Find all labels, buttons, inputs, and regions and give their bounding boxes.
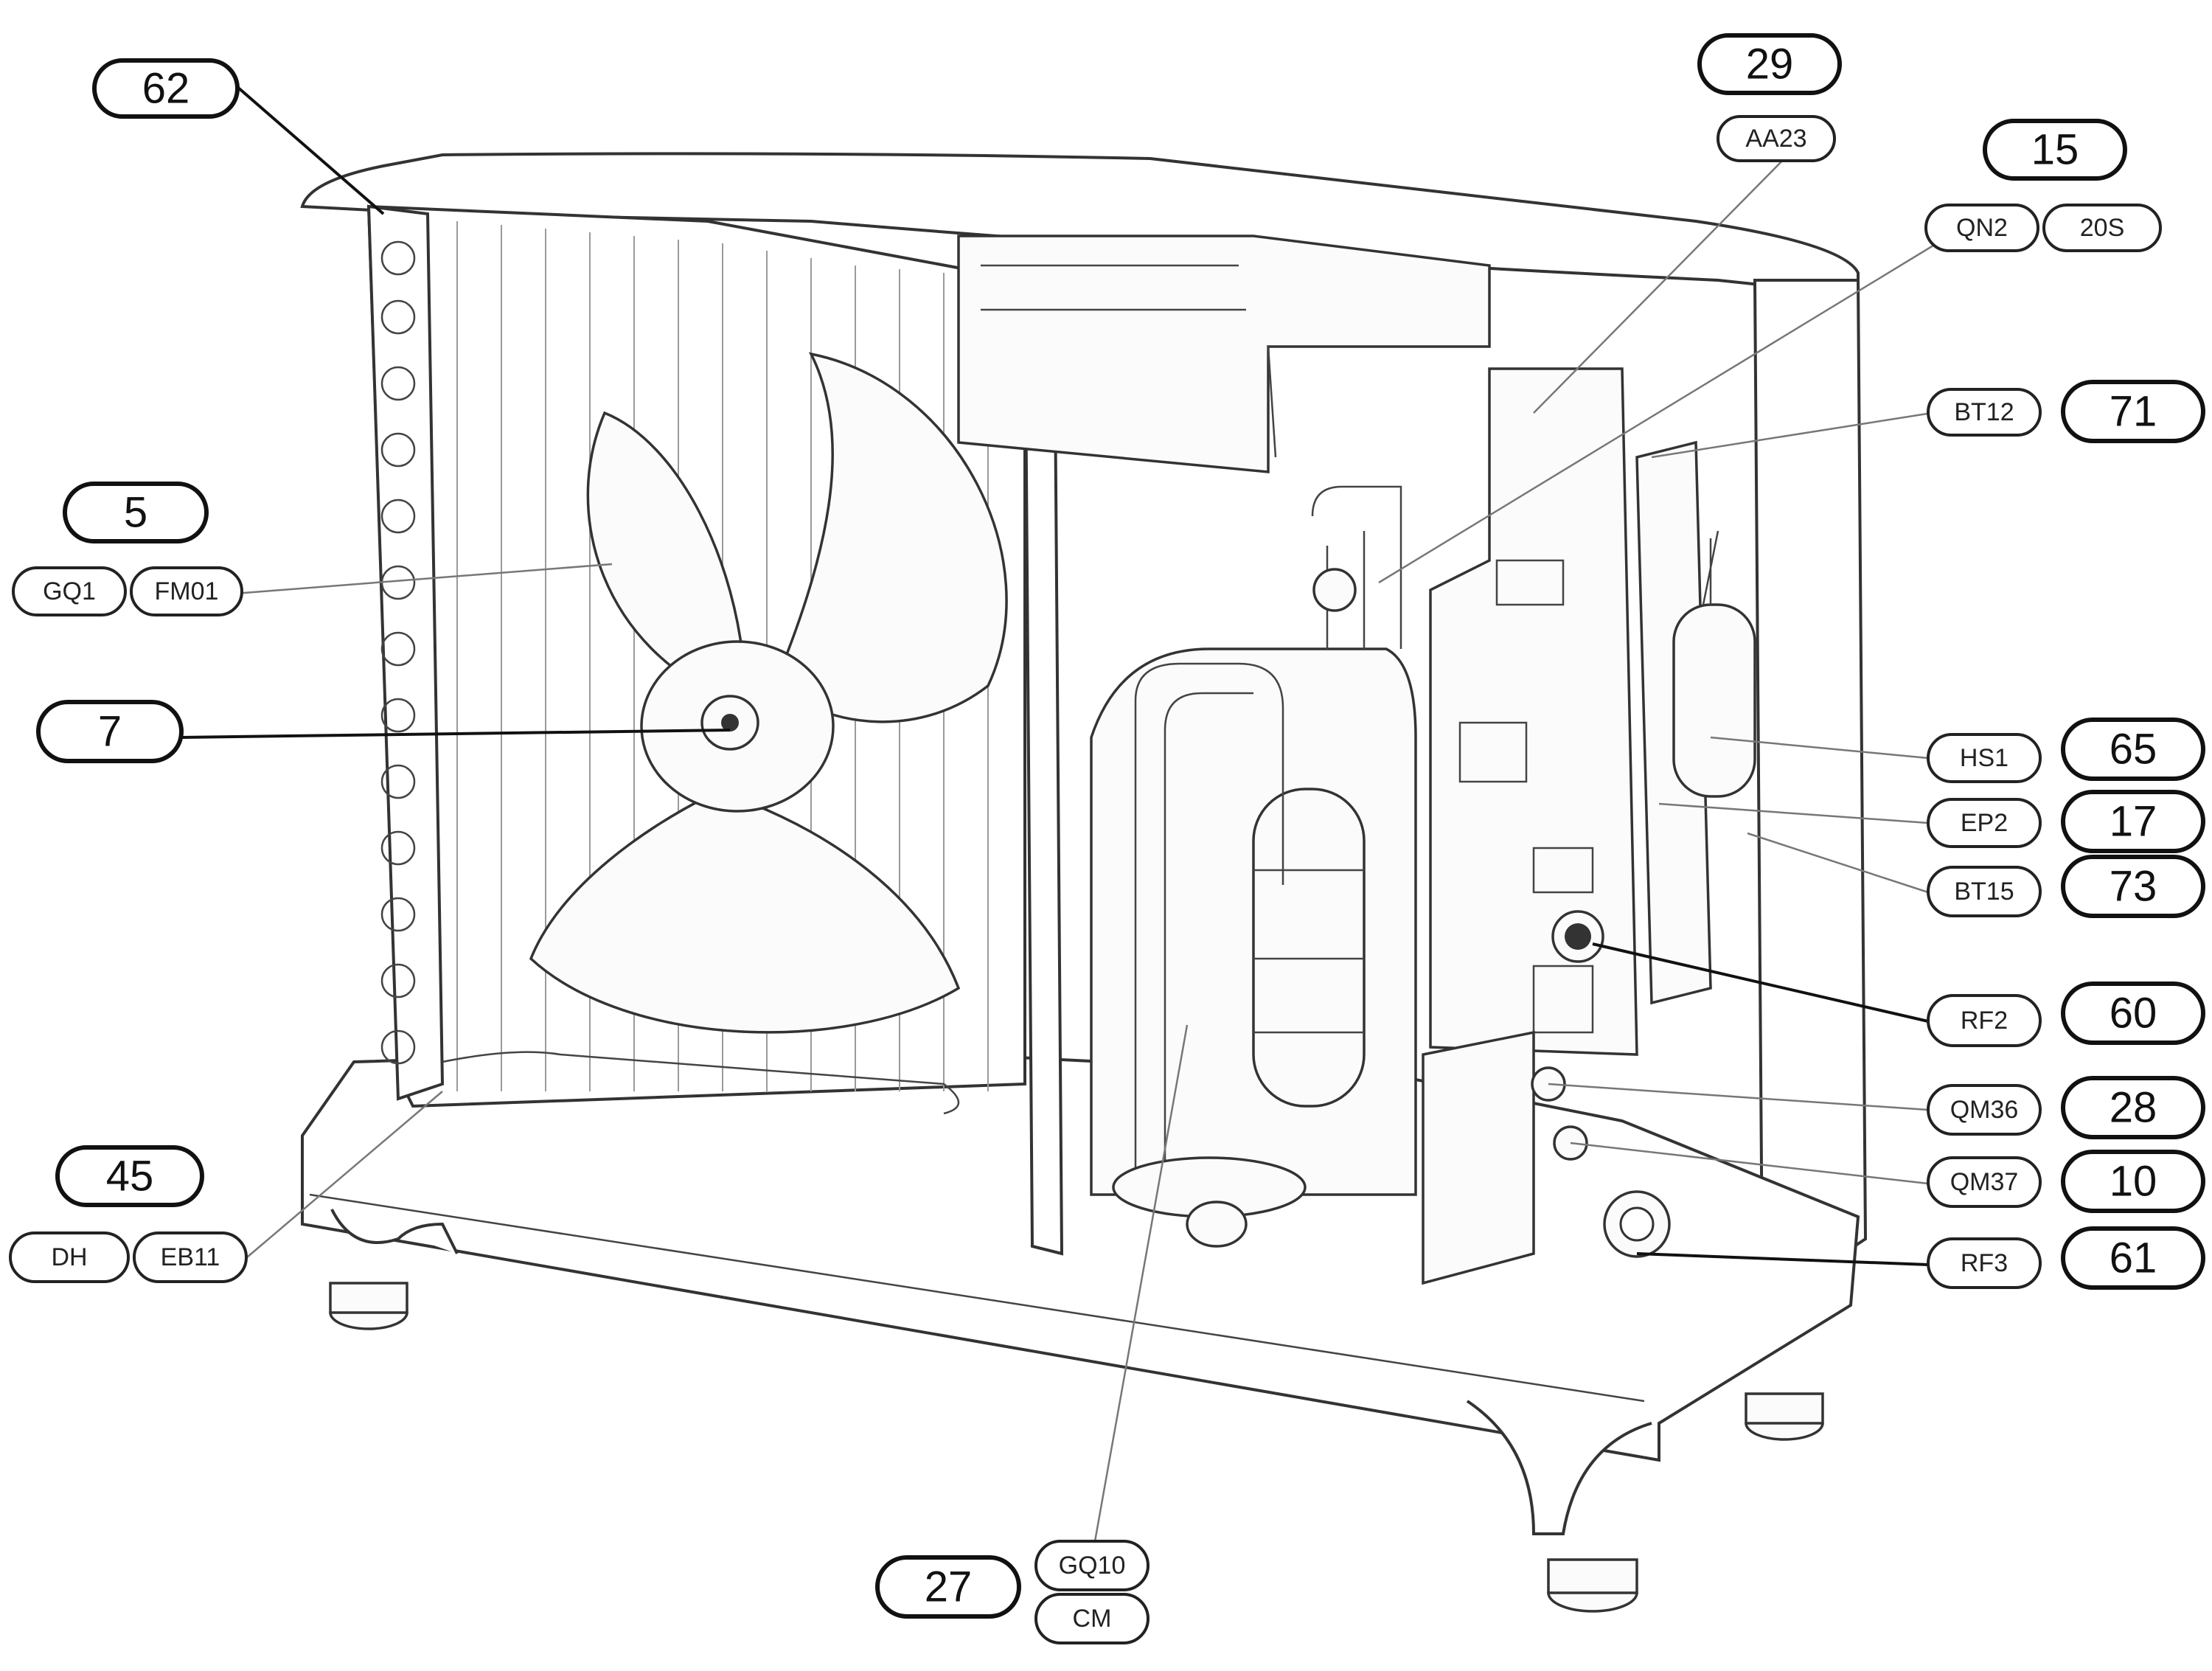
callout-60-code-rf2: RF2 <box>1961 1007 2008 1035</box>
callout-45: 45 DH EB11 <box>9 1145 248 1283</box>
callout-45-code-dh: DH <box>51 1243 87 1271</box>
callout-71: BT12 71 <box>1927 380 2205 443</box>
heat-pump-unit-illustration <box>300 152 1868 1613</box>
callout-5-code-gq1: GQ1 <box>43 577 96 605</box>
callout-73: BT15 73 <box>1927 855 2205 918</box>
callout-61: RF3 61 <box>1927 1226 2205 1290</box>
foot-back-right <box>1745 1392 1824 1441</box>
right-side-panel <box>1753 279 1868 1270</box>
callout-17: EP2 17 <box>1927 790 2205 853</box>
callout-10-number: 10 <box>2110 1158 2157 1206</box>
callout-61-code-rf3: RF3 <box>1961 1249 2008 1277</box>
callout-15-code-20s: 20S <box>2080 214 2125 242</box>
callout-62: 62 <box>92 58 240 119</box>
callout-7-number: 7 <box>98 708 122 756</box>
refrigerant-pipes <box>1311 485 1402 649</box>
callout-29-code-aa23: AA23 <box>1745 125 1806 153</box>
callout-27-code-gq10: GQ10 <box>1059 1552 1126 1580</box>
callout-61-number: 61 <box>2110 1234 2157 1282</box>
callout-15-number: 15 <box>2031 126 2079 174</box>
callout-5: 5 GQ1 FM01 <box>12 482 243 616</box>
callout-28: QM36 28 <box>1927 1076 2205 1139</box>
callout-62-number: 62 <box>142 65 190 113</box>
callout-15-code-qn2: QN2 <box>1956 214 2008 242</box>
foot-front-left <box>329 1282 408 1330</box>
callout-10-code-qm37: QM37 <box>1950 1168 2019 1196</box>
control-board-illustration <box>1429 367 1638 1056</box>
callout-45-code-eb11: EB11 <box>161 1243 220 1271</box>
callout-73-code-bt15: BT15 <box>1954 878 2014 906</box>
callout-28-number: 28 <box>2110 1084 2157 1132</box>
receiver-illustration <box>1635 440 1756 1005</box>
base-leg-right <box>1466 1400 1652 1535</box>
callout-29: 29 AA23 <box>1697 33 1842 162</box>
callout-5-number: 5 <box>124 489 147 537</box>
callout-71-code-bt12: BT12 <box>1954 398 2014 426</box>
callout-17-code-ep2: EP2 <box>1961 809 2008 837</box>
fan-blades <box>529 352 1008 1034</box>
leader-lines <box>181 86 1947 1542</box>
drain-outlet <box>1186 1201 1248 1248</box>
callout-5-code-fm01: FM01 <box>155 577 219 605</box>
callout-60: RF2 60 <box>1927 982 2205 1047</box>
service-valves <box>1422 1030 1671 1285</box>
electrical-box <box>957 235 1491 473</box>
foot-front-right <box>1547 1558 1638 1613</box>
drain-pan <box>442 1051 960 1115</box>
callout-60-number: 60 <box>2110 990 2157 1038</box>
callout-71-number: 71 <box>2110 388 2157 436</box>
callout-27: 27 GQ10 CM <box>875 1540 1150 1644</box>
callout-29-number: 29 <box>1746 41 1794 88</box>
callout-65: HS1 65 <box>1927 718 2205 783</box>
base-leg-left <box>330 1209 459 1254</box>
callout-65-number: 65 <box>2110 726 2157 774</box>
compressor-illustration <box>1090 647 1417 1218</box>
callout-7: 7 <box>36 700 184 763</box>
callout-65-code-hs1: HS1 <box>1960 744 2008 772</box>
callout-28-code-qm36: QM36 <box>1950 1096 2019 1124</box>
callout-27-code-cm: CM <box>1073 1605 1112 1633</box>
callout-17-number: 17 <box>2110 798 2157 846</box>
callout-27-number: 27 <box>925 1563 973 1611</box>
callouts: 62 29 AA23 15 QN2 20S BT12 71 5 <box>9 33 2205 1644</box>
callout-10: QM37 10 <box>1927 1150 2205 1213</box>
callout-73-number: 73 <box>2110 863 2157 911</box>
callout-15: 15 QN2 20S <box>1924 119 2162 252</box>
callout-45-number: 45 <box>106 1153 154 1201</box>
